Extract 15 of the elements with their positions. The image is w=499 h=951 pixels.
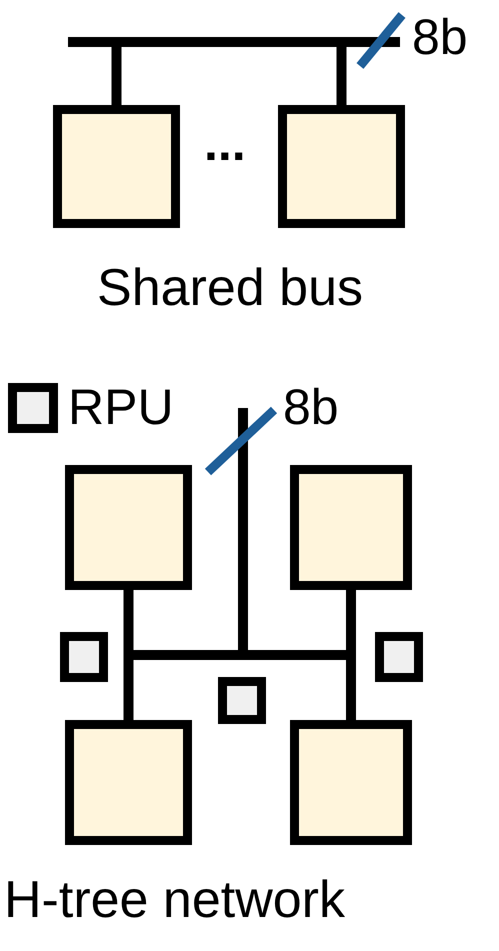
memory-block: [65, 465, 192, 590]
legend-label: RPU: [68, 382, 174, 432]
memory-block: [290, 720, 412, 845]
caption: Shared bus: [96, 262, 364, 314]
memory-block: [278, 105, 405, 228]
memory-block: [53, 105, 180, 228]
rpu-block: [60, 632, 108, 682]
width-label: 8b: [412, 12, 468, 62]
ellipsis-label: ...: [204, 118, 246, 168]
rpu-block: [218, 677, 266, 724]
memory-block: [290, 465, 412, 590]
width-label: 8b: [283, 382, 339, 432]
rpu-block: [375, 632, 423, 682]
memory-block: [65, 720, 192, 845]
caption: H-tree network: [4, 874, 346, 926]
